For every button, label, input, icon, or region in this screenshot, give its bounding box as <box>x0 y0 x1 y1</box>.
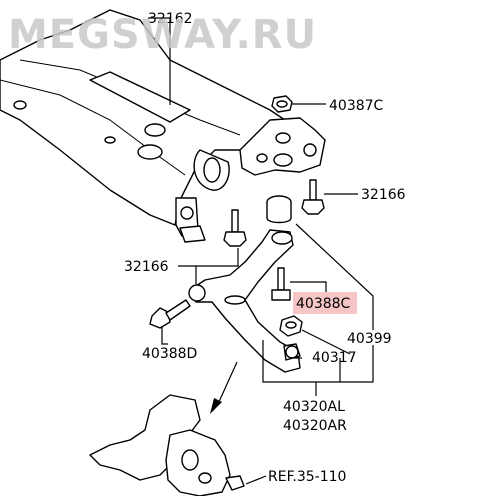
nut-40317 <box>279 315 303 337</box>
rear-bracket <box>239 117 326 176</box>
direction-arrow <box>210 361 238 414</box>
callout-32162: 32162 <box>148 11 193 27</box>
callout-40320al: 40320AL <box>283 399 345 415</box>
lower-control-arm <box>188 229 301 373</box>
callout-32166-right: 32166 <box>361 187 406 203</box>
knuckle-ref <box>89 394 245 496</box>
callout-40399: 40399 <box>347 331 392 347</box>
highlight-40388c <box>293 292 357 314</box>
crossmember <box>0 9 301 243</box>
callout-40387c: 40387C <box>329 98 384 114</box>
leader-lines <box>148 17 374 485</box>
bolt-40388d <box>149 299 191 329</box>
ball-joint <box>283 343 301 361</box>
bolt-40388c <box>271 267 291 301</box>
callout-40388c: 40388C <box>296 296 351 312</box>
nut-40387c <box>271 95 293 113</box>
callout-ref: REF.35-110 <box>268 469 346 485</box>
bolt-32166-left <box>223 209 247 247</box>
watermark: MEGSWAY.RU <box>8 12 317 58</box>
callout-32166-left: 32166 <box>124 259 169 275</box>
bolt-32166-right <box>301 179 325 215</box>
bushing-40399 <box>266 195 292 224</box>
callout-40320ar: 40320AR <box>283 418 347 434</box>
callout-40388d: 40388D <box>142 346 197 362</box>
callout-40317: 40317 <box>312 350 357 366</box>
